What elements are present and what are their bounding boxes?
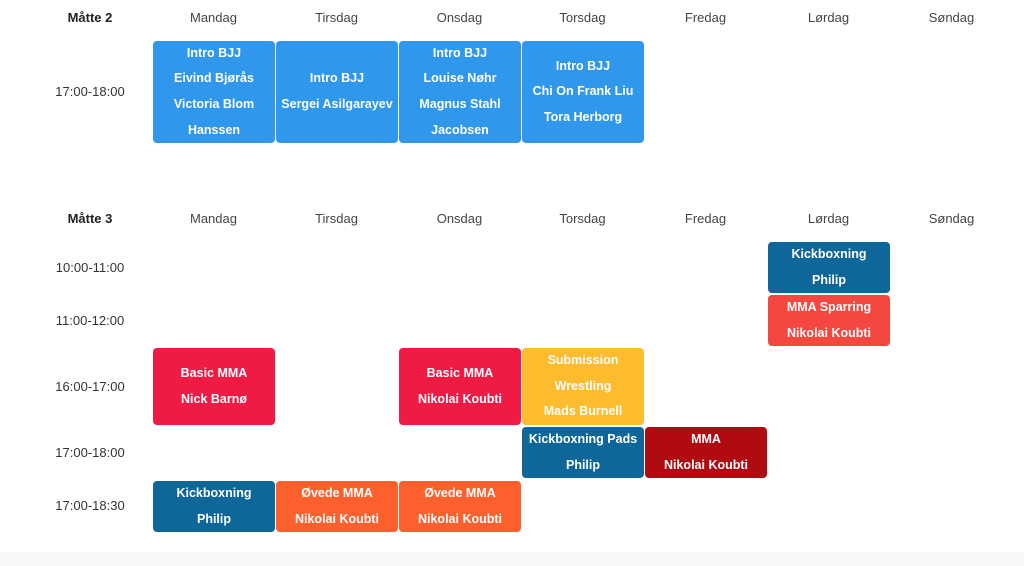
event-line: Kickboxning — [176, 485, 252, 500]
mat2-day-tirsdag: Tirsdag — [315, 10, 358, 25]
event-line: Mads Burnell — [543, 404, 623, 419]
event-line: Nikolai Koubti — [663, 457, 749, 472]
event-mat3-mandag-kickboxning[interactable]: Kickboxning Philip — [153, 481, 275, 532]
mat2-day-mandag: Mandag — [190, 10, 237, 25]
event-line: Submission — [547, 353, 619, 368]
event-line: Magnus Stahl — [419, 97, 501, 111]
event-line: Øvede MMA — [424, 485, 496, 500]
mat2-day-fredag: Fredag — [684, 10, 727, 25]
event-line: Kickboxning — [791, 246, 867, 261]
event-line: Philip — [196, 511, 232, 526]
event-line: Intro BJJ — [186, 45, 242, 60]
event-line: Intro BJJ — [309, 71, 365, 86]
mat3-day-onsdag: Onsdag — [436, 211, 483, 226]
mat3-day-lordag: Lørdag — [807, 211, 850, 226]
event-mat2-tirsdag[interactable]: Intro BJJ Sergei Asilgarayev — [276, 41, 398, 143]
mat2-day-lordag: Lørdag — [807, 10, 850, 25]
event-mat3-torsdag-submission[interactable]: Submission Wrestling Mads Burnell — [522, 348, 644, 425]
event-mat3-fredag-mma[interactable]: MMA Nikolai Koubti — [645, 427, 767, 478]
mat3-time-1600: 16:00-17:00 — [55, 379, 125, 394]
event-line: Victoria Blom — [173, 97, 255, 111]
event-line: Intro BJJ — [555, 58, 611, 73]
event-line: Nikolai Koubti — [294, 511, 380, 526]
event-line: Basic MMA — [180, 365, 248, 380]
mat2-time-1700: 17:00-18:00 — [55, 84, 125, 99]
mat2-day-sondag: Søndag — [928, 10, 975, 25]
event-line: Nikolai Koubti — [786, 325, 872, 340]
event-line: MMA Sparring — [786, 299, 872, 314]
event-line: Wrestling — [554, 378, 612, 393]
mat3-time-1700-1830: 17:00-18:30 — [55, 498, 125, 513]
mat3-day-sondag: Søndag — [928, 211, 975, 226]
mat3-day-mandag: Mandag — [190, 211, 237, 226]
event-line: Øvede MMA — [301, 485, 373, 500]
event-line: Tora Herborg — [543, 109, 623, 124]
event-mat3-tirsdag-ovede-mma[interactable]: Øvede MMA Nikolai Koubti — [276, 481, 398, 532]
mat3-label: Måtte 3 — [67, 211, 113, 226]
event-line: Nikolai Koubti — [417, 391, 503, 406]
mat3-time-1100: 11:00-12:00 — [55, 313, 125, 328]
event-line: Basic MMA — [426, 365, 494, 380]
mat3-day-torsdag: Torsdag — [559, 211, 606, 226]
event-line: Hanssen — [187, 122, 241, 137]
event-line: MMA — [691, 431, 721, 446]
event-line: Nikolai Koubti — [417, 511, 503, 526]
bottom-band — [0, 552, 1024, 566]
event-mat3-mandag-basic-mma[interactable]: Basic MMA Nick Barnø — [153, 348, 275, 425]
event-mat3-onsdag-ovede-mma[interactable]: Øvede MMA Nikolai Koubti — [399, 481, 521, 532]
event-mat2-mandag[interactable]: Intro BJJ Eivind Bjørås Victoria Blom Ha… — [153, 41, 275, 143]
event-line: Philip — [811, 272, 847, 287]
event-line: Eivind Bjørås — [174, 71, 254, 86]
event-line: Philip — [565, 457, 601, 472]
mat3-day-tirsdag: Tirsdag — [315, 211, 358, 226]
mat3-time-1000: 10:00-11:00 — [55, 260, 125, 275]
event-line: Louise Nøhr — [423, 71, 497, 86]
mat2-label: Måtte 2 — [67, 10, 113, 25]
event-line: Sergei Asilgarayev — [281, 97, 393, 111]
mat3-day-fredag: Fredag — [684, 211, 727, 226]
event-mat3-onsdag-basic-mma[interactable]: Basic MMA Nikolai Koubti — [399, 348, 521, 425]
event-line: Intro BJJ — [432, 45, 488, 60]
event-line: Jacobsen — [431, 122, 489, 137]
event-line: Nick Barnø — [181, 391, 247, 406]
mat2-day-torsdag: Torsdag — [559, 10, 606, 25]
event-mat3-lordag-mma-sparring[interactable]: MMA Sparring Nikolai Koubti — [768, 295, 890, 346]
event-line: Chi On Frank Liu — [532, 84, 634, 99]
event-mat3-torsdag-kickboxning-pads[interactable]: Kickboxning Pads Philip — [522, 427, 644, 478]
mat2-day-onsdag: Onsdag — [436, 10, 483, 25]
event-line: Kickboxning Pads — [528, 431, 638, 446]
event-mat3-lordag-kickboxning[interactable]: Kickboxning Philip — [768, 242, 890, 293]
mat3-time-1700: 17:00-18:00 — [55, 445, 125, 460]
event-mat2-torsdag[interactable]: Intro BJJ Chi On Frank Liu Tora Herborg — [522, 41, 644, 143]
event-mat2-onsdag[interactable]: Intro BJJ Louise Nøhr Magnus Stahl Jacob… — [399, 41, 521, 143]
